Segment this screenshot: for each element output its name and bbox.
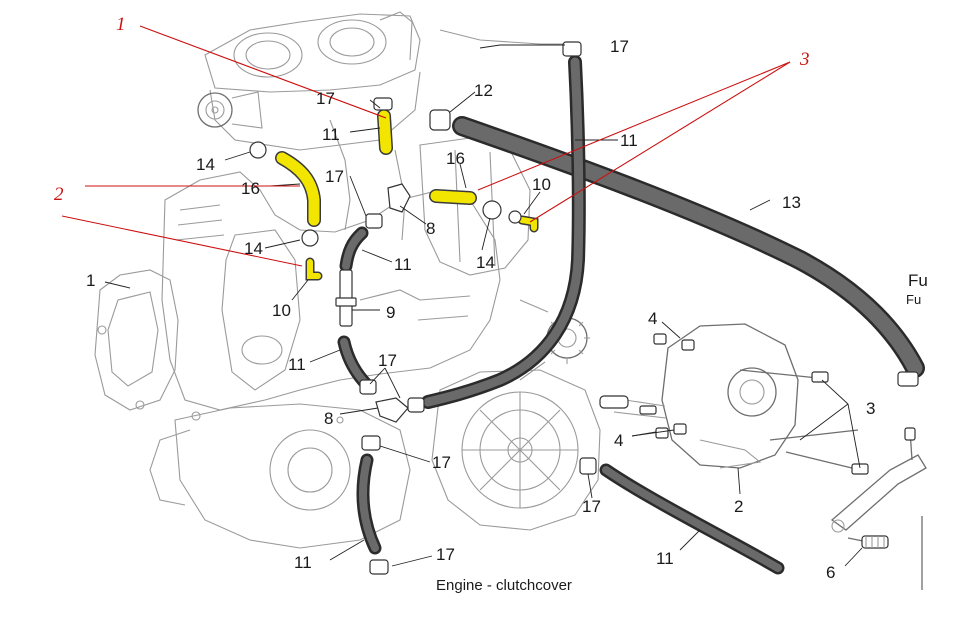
callout-12: 12 [474, 81, 493, 100]
callout-17: 17 [432, 453, 451, 472]
callout-17: 17 [316, 89, 335, 108]
part-callouts: 17 12 17 11 11 14 16 17 16 10 13 8 14 14… [86, 37, 928, 582]
callout-side-fu: Fu [906, 292, 921, 307]
callout-side-fu: Fu [908, 271, 928, 290]
callout-17: 17 [378, 351, 397, 370]
callout-17: 17 [325, 167, 344, 186]
reference-3: 3 [799, 49, 810, 70]
reference-2: 2 [54, 184, 64, 205]
callout-11: 11 [656, 549, 674, 568]
hoses [337, 55, 925, 575]
callout-4: 4 [648, 309, 657, 328]
callout-14: 14 [476, 253, 495, 272]
callout-17: 17 [582, 497, 601, 516]
callout-11: 11 [294, 553, 312, 572]
callout-4: 4 [614, 431, 623, 450]
callout-8: 8 [324, 409, 333, 428]
highlighted-parts [275, 109, 539, 281]
callout-8: 8 [426, 219, 435, 238]
callout-13: 13 [782, 193, 801, 212]
red-reference-lines [61, 25, 791, 267]
callout-16: 16 [446, 149, 465, 168]
callout-10: 10 [532, 175, 551, 194]
callout-11: 11 [322, 125, 340, 144]
diagram-caption: Engine - clutchcover [436, 577, 572, 594]
callout-9: 9 [386, 303, 395, 322]
callout-14: 14 [196, 155, 215, 174]
callout-10: 10 [272, 301, 291, 320]
callout-16: 16 [241, 179, 260, 198]
callout-14: 14 [244, 239, 263, 258]
callout-11: 11 [288, 355, 306, 374]
callout-17: 17 [610, 37, 629, 56]
callout-1: 1 [86, 271, 95, 290]
alternator-assembly [599, 323, 927, 549]
callout-6: 6 [826, 563, 835, 582]
callout-17: 17 [436, 545, 455, 564]
reference-1: 1 [116, 14, 126, 35]
callout-2: 2 [734, 497, 743, 516]
callout-11: 11 [394, 255, 412, 274]
callout-3: 3 [866, 399, 875, 418]
callout-11: 11 [620, 131, 638, 150]
reference-numbers: 1 2 3 [54, 14, 810, 205]
